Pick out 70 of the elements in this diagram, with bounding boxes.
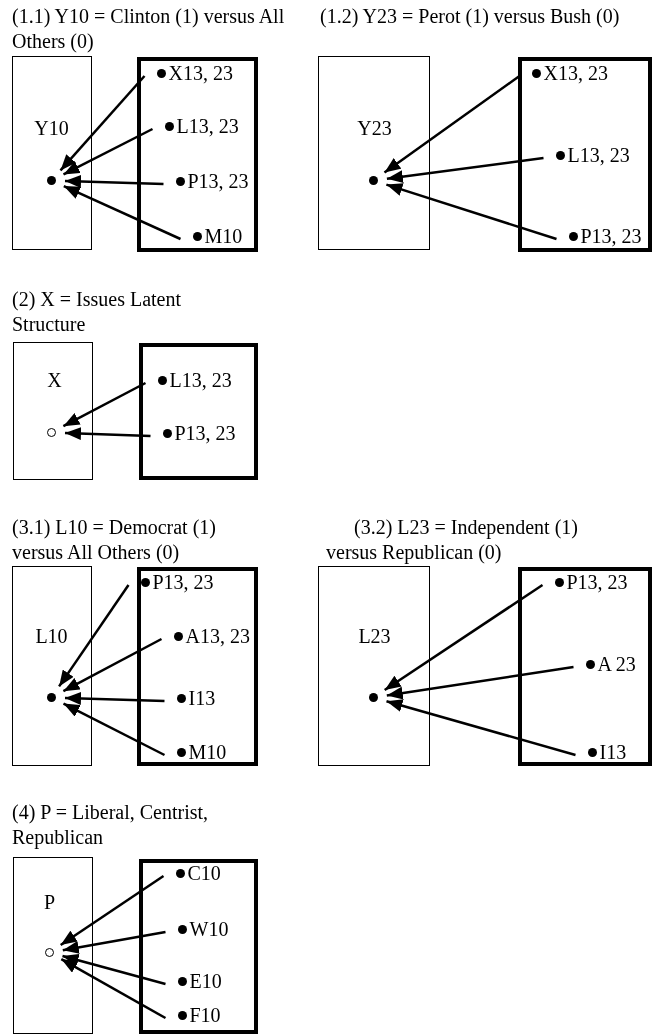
panel-title: (1.1) Y10 = Clinton (1) versus All Others (0) xyxy=(12,4,286,54)
variable-name: P xyxy=(43,889,56,914)
bullet-item: L13, 23 xyxy=(164,113,239,139)
arrow xyxy=(63,184,181,241)
predictor-box xyxy=(137,567,258,766)
arrow xyxy=(383,75,521,174)
bullet-item: L13, 23 xyxy=(157,367,232,393)
bullet-item: P13, 23 xyxy=(162,420,236,446)
bullet-item: P13, 23 xyxy=(140,569,214,595)
arrow xyxy=(58,584,130,688)
variable-name: Y10 xyxy=(34,115,69,140)
arrow xyxy=(62,127,154,176)
arrow xyxy=(386,699,576,757)
bullet-item: F10 xyxy=(177,1002,221,1028)
arrow xyxy=(62,702,166,757)
arrow xyxy=(386,183,557,241)
panel-title: (1.2) Y23 = Perot (1) versus Bush (0) xyxy=(320,4,620,29)
dot-marker xyxy=(47,693,56,702)
arrow xyxy=(386,665,574,700)
arrow xyxy=(64,691,165,705)
variable-box xyxy=(13,857,93,1034)
dot-marker xyxy=(47,176,56,185)
arrow xyxy=(62,953,166,986)
predictor-box xyxy=(139,859,258,1034)
bullet-item: M10 xyxy=(192,223,243,249)
panel-title: (3.2) L23 = Independent (1) versus Republican (0) xyxy=(326,515,579,565)
bullet-item: C10 xyxy=(175,860,221,886)
arrow xyxy=(62,930,166,954)
bullet-item: P13, 23 xyxy=(554,569,628,595)
bullet-item: P13, 23 xyxy=(568,223,642,249)
predictor-box xyxy=(518,57,652,252)
bullet-item: A 23 xyxy=(585,651,636,677)
predictor-box xyxy=(518,567,652,766)
variable-name: L23 xyxy=(358,623,391,648)
bullet-item: P13, 23 xyxy=(175,168,249,194)
arrow xyxy=(386,156,544,184)
arrow xyxy=(59,75,146,172)
dot-marker xyxy=(369,176,378,185)
arrow xyxy=(64,427,151,441)
variable-box xyxy=(12,56,92,250)
variable-name: Y23 xyxy=(357,115,392,140)
bullet-item: W10 xyxy=(177,916,229,942)
variable-name: X xyxy=(47,367,62,392)
dot-marker xyxy=(369,693,378,702)
arrow xyxy=(60,958,167,1020)
arrow xyxy=(62,637,163,693)
variable-box xyxy=(318,56,430,250)
arrow xyxy=(62,381,147,428)
bullet-item: E10 xyxy=(177,968,222,994)
arrow xyxy=(60,874,165,947)
bullet-item: I13 xyxy=(587,739,627,765)
bullet-item: M10 xyxy=(176,739,227,765)
bullet-item: X13, 23 xyxy=(531,60,608,86)
bullet-item: L13, 23 xyxy=(555,142,630,168)
circle-marker xyxy=(47,428,56,437)
variable-name: L10 xyxy=(35,623,68,648)
bullet-item: I13 xyxy=(176,685,216,711)
arrow xyxy=(64,174,164,188)
panel-title: (2) X = Issues Latent Structure xyxy=(12,287,182,337)
variable-box xyxy=(12,566,92,766)
circle-marker xyxy=(45,948,54,957)
arrow xyxy=(384,583,544,692)
panel-title: (3.1) L10 = Democrat (1) versus All Others (0) xyxy=(12,515,217,565)
variable-box xyxy=(318,566,430,766)
predictor-box xyxy=(137,57,258,252)
bullet-item: X13, 23 xyxy=(156,60,233,86)
variable-box xyxy=(13,342,93,480)
predictor-box xyxy=(139,343,258,480)
panel-title: (4) P = Liberal, Centrist, Republican xyxy=(12,800,210,850)
bullet-item: A13, 23 xyxy=(173,623,250,649)
